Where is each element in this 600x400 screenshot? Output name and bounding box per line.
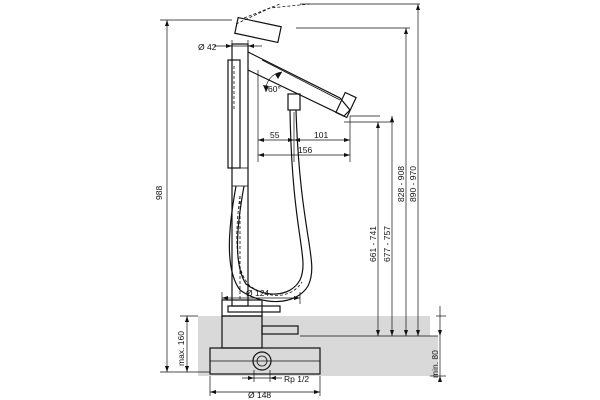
spout-reach-total-label: 156 bbox=[298, 145, 312, 155]
base-diameter-label: Ø 124 bbox=[246, 288, 269, 298]
max-below-floor-label: max. 160 bbox=[176, 331, 186, 366]
floor-hatch bbox=[198, 316, 438, 376]
spout-angle-label: 60° bbox=[268, 84, 281, 94]
spout bbox=[247, 51, 357, 119]
spout-height-label: 661 - 741 bbox=[368, 226, 378, 262]
rough-diameter-dim: Ø 148 bbox=[209, 376, 321, 400]
thread-dim: Rp 1/2 bbox=[242, 370, 309, 384]
column-diameter-dim: Ø 42 bbox=[198, 40, 262, 52]
total-height-dim: 988 bbox=[154, 19, 232, 373]
column-diameter-label: Ø 42 bbox=[198, 42, 217, 52]
shower-reach-label: 55 bbox=[270, 130, 280, 140]
mixer-head bbox=[234, 3, 311, 44]
rough-in-body bbox=[209, 299, 321, 375]
base-diameter-dim: Ø 124 bbox=[221, 288, 301, 304]
rough-diameter-label: Ø 148 bbox=[248, 390, 271, 400]
spout-reach-inner-label: 101 bbox=[314, 130, 328, 140]
shower-connector bbox=[287, 93, 301, 111]
reach-dimensions: 55 101 156 bbox=[257, 70, 351, 162]
right-height-dims: 661 - 741 677 - 757 828 - 908 890 - 970 bbox=[296, 3, 438, 337]
max-below-floor-dim: max. 160 bbox=[176, 315, 198, 372]
min-above-floor-label: min. 80 bbox=[430, 350, 440, 378]
total-height-label: 988 bbox=[154, 186, 164, 200]
min-above-floor-dim: min. 80 bbox=[430, 306, 446, 382]
shower-hose bbox=[228, 109, 313, 303]
thread-label: Rp 1/2 bbox=[284, 374, 309, 384]
angle-indicator: 60° bbox=[263, 71, 283, 94]
base-plate bbox=[227, 305, 281, 313]
hand-shower bbox=[227, 59, 241, 169]
spout-top-height-label: 828 - 908 bbox=[396, 166, 406, 202]
aerator-height-label: 677 - 757 bbox=[382, 226, 392, 262]
lever-top-height-label: 890 - 970 bbox=[408, 166, 418, 202]
